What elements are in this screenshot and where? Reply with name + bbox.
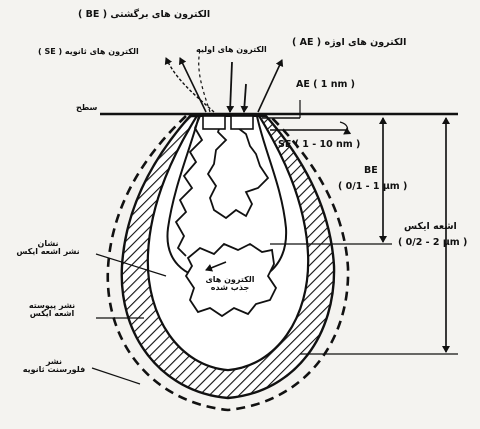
- ae-depth-label: AE ( 1 nm ): [296, 80, 355, 90]
- surface-label: سطح: [76, 104, 97, 112]
- be-depth-label: ( 0/1 - 1 µm ): [338, 182, 407, 192]
- xray-name-label: اشعه ایکس: [404, 222, 457, 232]
- se-depth-label: SE ( 1 - 10 nm ): [278, 140, 360, 150]
- absorbed-label: الکترون های جذب شده: [202, 276, 258, 293]
- be-name-label: BE: [364, 166, 378, 176]
- se-depth-curl: [340, 122, 347, 134]
- continuum-xray-label: نشر پیوسته اشعه ایکس: [14, 302, 90, 319]
- fluorescence-label: نشر فلورسنت ثانویه: [14, 358, 94, 375]
- absorbed-label-line2: جذب شده: [202, 284, 258, 292]
- fluorescence-line2: فلورسنت ثانویه: [14, 366, 94, 374]
- auger-label: الکترون های اوژه ( AE ): [292, 38, 406, 48]
- surface-box-left: [203, 116, 225, 129]
- fluor-leader: [92, 368, 140, 384]
- primary-beam-arrow-2: [244, 84, 246, 112]
- continuum-xray-line2: اشعه ایکس: [14, 310, 90, 318]
- xray-depth-label: ( 0/2 - 2 µm ): [398, 238, 467, 248]
- backscattered-label: الکترون های برگشتی ( BE ): [78, 10, 210, 20]
- characteristic-xray-label: نشان نشر اشعه ایکس: [10, 240, 86, 257]
- se-dashed-path: [199, 50, 210, 112]
- secondary-label: الکترون های ثانویه ( SE ): [38, 48, 139, 56]
- primary-label: الکترون های اولیه: [196, 46, 267, 54]
- primary-beam-arrow-1: [230, 62, 232, 112]
- surface-box-right: [231, 116, 253, 129]
- ae-arrow: [258, 60, 282, 112]
- characteristic-xray-line2: نشر اشعه ایکس: [10, 248, 86, 256]
